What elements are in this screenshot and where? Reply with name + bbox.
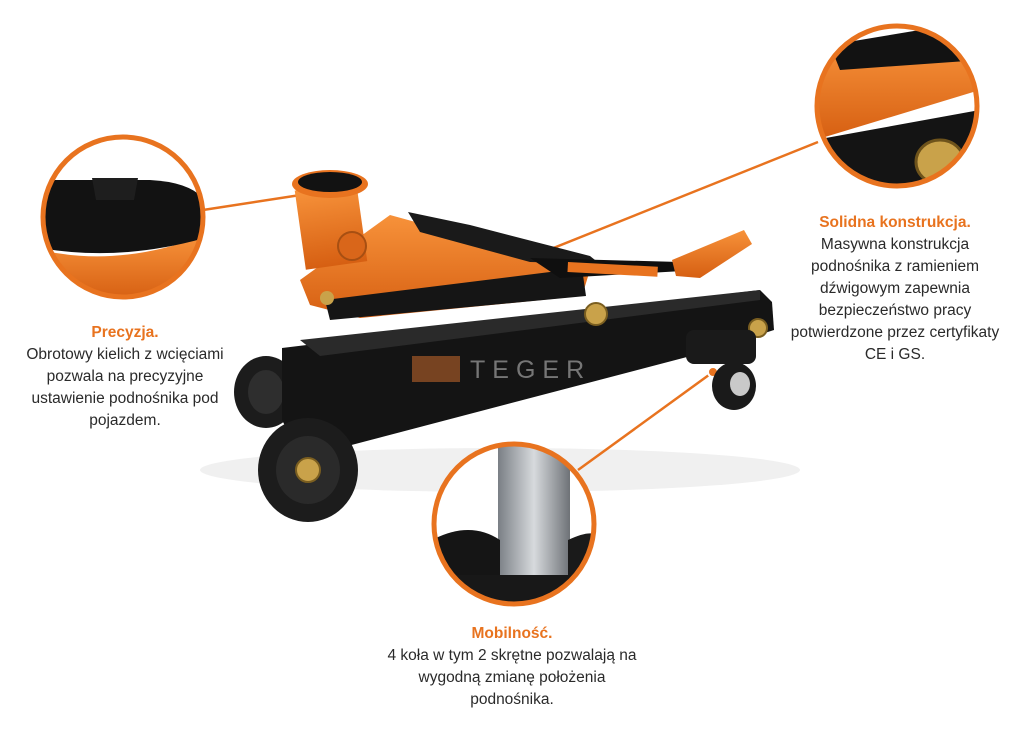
feature-solid-body: Masywna konstrukcja podnośnika z ramieni… [790,236,1000,363]
swivel-caster [686,330,756,410]
saddle-cup [292,170,368,270]
feature-mobility-title: Mobilność. [471,625,553,642]
feature-precision: Precyzja. Obrotowy kielich z wcięciami p… [10,322,240,432]
feature-solid: Solidna konstrukcja. Masywna konstrukcja… [790,212,1000,366]
feature-precision-body: Obrotowy kielich z wcięciami pozwala na … [26,346,224,429]
feature-mobility: Mobilność. 4 koła w tym 2 skrętne pozwal… [384,623,640,711]
rear-wheel-right [258,418,358,522]
detail-circle-structure [814,23,980,189]
floor-jack [234,170,774,522]
handle-socket [672,230,752,278]
svg-text:TEGER: TEGER [470,356,591,384]
jack-frame [282,290,774,455]
brand-watermark: TEGER [412,356,591,384]
feature-precision-title: Precyzja. [91,324,159,341]
feature-mobility-body: 4 koła w tym 2 skrętne pozwalają na wygo… [387,647,637,708]
detail-circle-saddle [40,134,206,300]
feature-solid-title: Solidna konstrukcja. [819,214,971,231]
